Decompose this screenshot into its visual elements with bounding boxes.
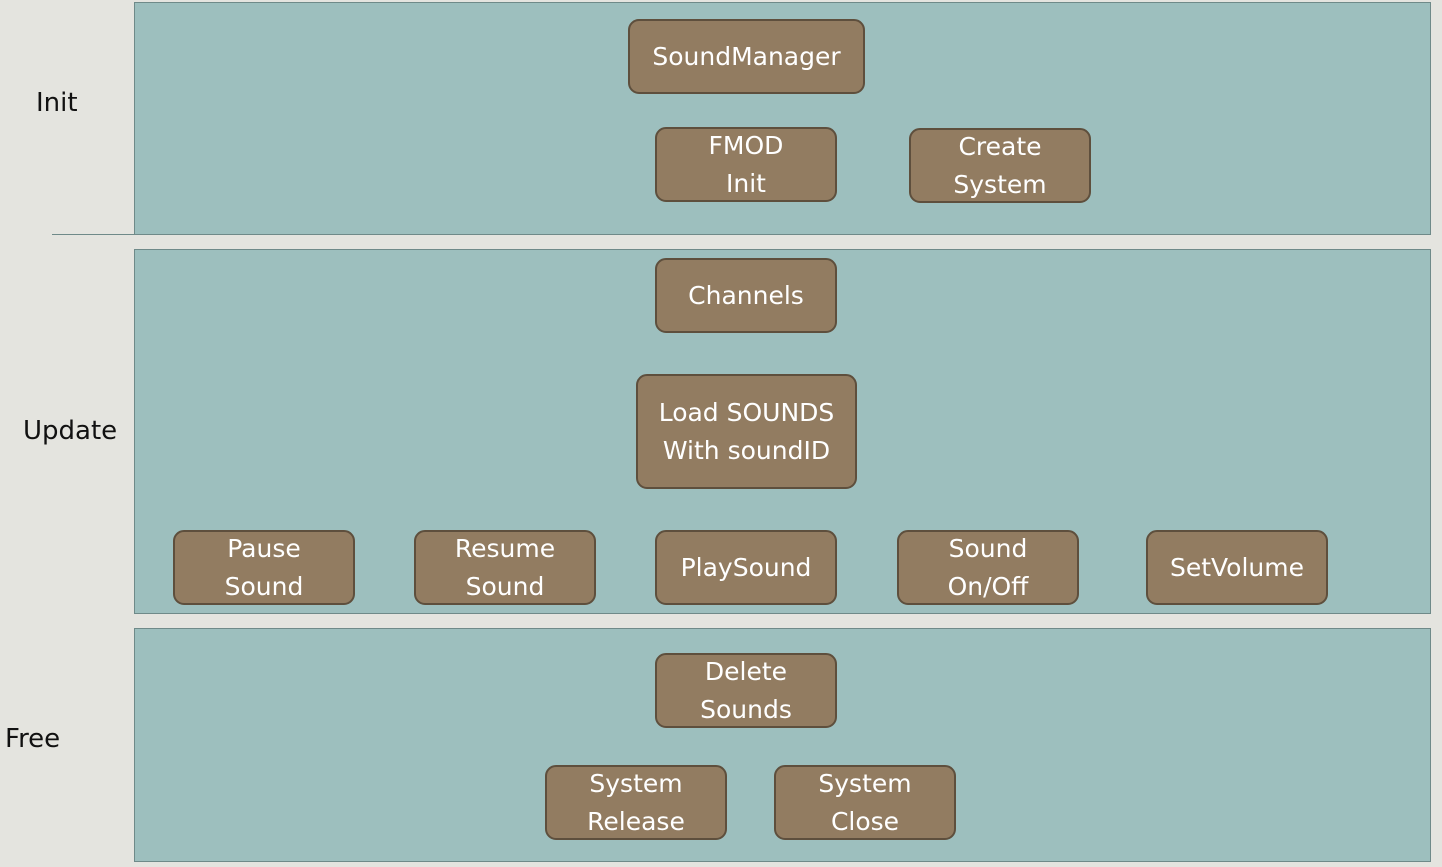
create-system-box: Create System — [909, 128, 1091, 203]
lane-label-init: Init — [36, 88, 78, 118]
set-volume-box: SetVolume — [1146, 530, 1328, 605]
system-close-box: System Close — [774, 765, 956, 840]
resume-sound-box: Resume Sound — [414, 530, 596, 605]
sound-manager-box: SoundManager — [628, 19, 865, 94]
sound-on-off-box: Sound On/Off — [897, 530, 1079, 605]
system-release-box: System Release — [545, 765, 727, 840]
lane-label-free: Free — [5, 724, 61, 754]
fmod-init-box: FMOD Init — [655, 127, 837, 202]
lane-separator — [52, 234, 134, 235]
delete-sounds-box: Delete Sounds — [655, 653, 837, 728]
channels-box: Channels — [655, 258, 837, 333]
load-sounds-box: Load SOUNDS With soundID — [636, 374, 857, 489]
play-sound-box: PlaySound — [655, 530, 837, 605]
lane-label-update: Update — [23, 416, 118, 446]
pause-sound-box: Pause Sound — [173, 530, 355, 605]
